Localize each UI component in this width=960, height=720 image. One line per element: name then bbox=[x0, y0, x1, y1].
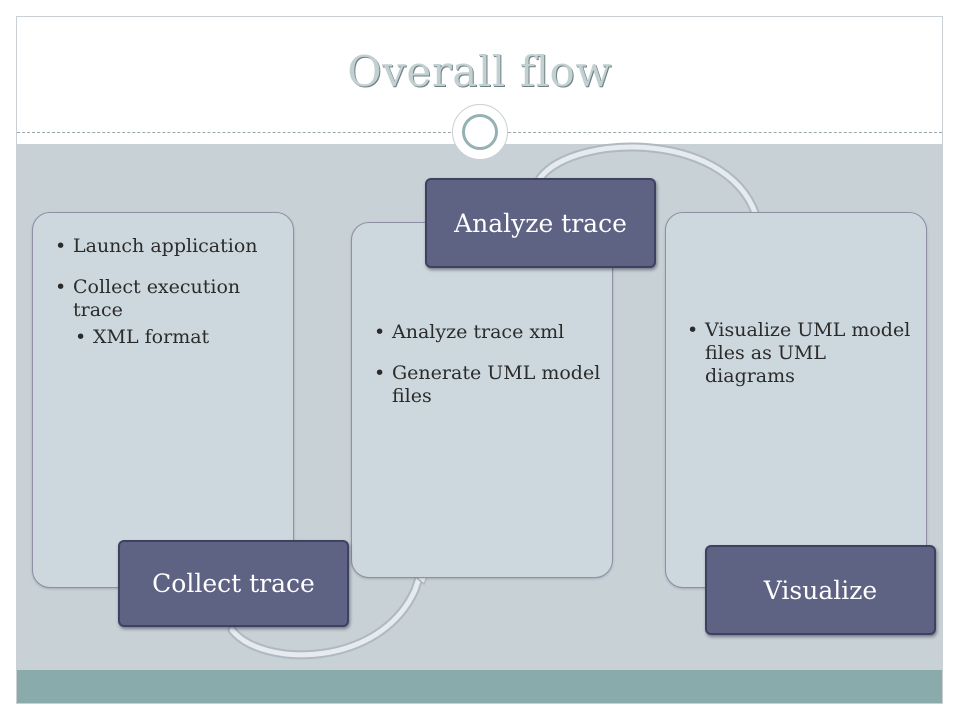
bullet-list: Visualize UML model files as UML diagram… bbox=[687, 319, 915, 388]
bullet-item: Collect execution trace bbox=[55, 276, 288, 322]
bullet-item: Launch application bbox=[55, 235, 288, 258]
decorative-circle-icon bbox=[452, 104, 508, 160]
step-panel-collect: Launch application Collect execution tra… bbox=[32, 212, 294, 588]
step-label-analyze-trace: Analyze trace bbox=[425, 178, 656, 268]
step-label-collect-trace: Collect trace bbox=[118, 540, 349, 627]
bullet-item: Analyze trace xml bbox=[374, 321, 602, 344]
sub-bullet-item: XML format bbox=[75, 326, 288, 349]
step-label-visualize: Visualize bbox=[705, 545, 936, 635]
bullet-item: Generate UML model files bbox=[374, 362, 602, 408]
bullet-item: Visualize UML model files as UML diagram… bbox=[687, 319, 915, 388]
slide-title: Overall flow bbox=[347, 47, 612, 96]
bullet-list: Analyze trace xml Generate UML model fil… bbox=[374, 321, 602, 408]
bullet-list: Launch application Collect execution tra… bbox=[55, 235, 288, 349]
slide-frame bbox=[16, 16, 943, 704]
step-panel-analyze: Analyze trace xml Generate UML model fil… bbox=[351, 222, 613, 578]
footer-band bbox=[17, 670, 942, 703]
step-panel-visualize: Visualize UML model files as UML diagram… bbox=[665, 212, 927, 588]
